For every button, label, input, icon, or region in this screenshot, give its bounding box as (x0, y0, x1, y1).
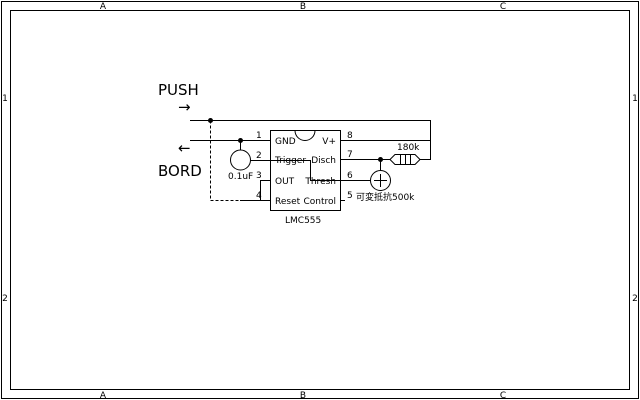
pin-number-1: 1 (256, 131, 262, 141)
col-label-top-c: C (500, 2, 506, 12)
pin-number-7: 7 (347, 150, 353, 160)
row-label-left-2: 2 (2, 294, 8, 304)
bord-arrow: ← (178, 139, 191, 157)
row-label-left-1: 1 (2, 94, 8, 104)
pin-label-gnd: GND (275, 137, 296, 147)
pin-label-reset: Reset (275, 197, 301, 207)
junction-dot (208, 118, 213, 123)
pin-number-6: 6 (347, 171, 353, 181)
push-arrow: → (178, 98, 191, 116)
potentiometer-label: 可変抵抗500k (356, 191, 415, 203)
pin-label-trigger: Trigger (274, 156, 306, 166)
col-label-bottom-b: B (300, 391, 306, 400)
pin-label-thresh: Thresh (304, 177, 336, 187)
inner-border (10, 10, 630, 390)
col-label-top-b: B (300, 2, 306, 12)
junction-dot (238, 138, 243, 143)
pin-number-8: 8 (347, 131, 353, 141)
junction-dot (378, 157, 383, 162)
potentiometer-symbol (370, 170, 391, 191)
capacitor-label: 0.1uF (228, 172, 253, 182)
row-label-right-2: 2 (632, 294, 638, 304)
bord-label: BORD (158, 162, 202, 180)
pin-number-4: 4 (256, 191, 262, 201)
capacitor-symbol (230, 149, 251, 171)
row-label-right-1: 1 (632, 94, 638, 104)
pin-number-3: 3 (256, 171, 262, 181)
pin-label-vplus: V+ (322, 137, 336, 147)
pin-number-2: 2 (256, 151, 262, 161)
pin-label-disch: Disch (311, 156, 336, 166)
chip-body (270, 130, 341, 211)
chip-notch (294, 130, 316, 141)
pin-label-control: Control (303, 197, 336, 207)
col-label-bottom-c: C (500, 391, 506, 400)
col-label-bottom-a: A (100, 391, 107, 400)
col-label-top-a: A (100, 2, 107, 12)
chip-name: LMC555 (285, 216, 321, 226)
pin-label-out: OUT (275, 177, 295, 187)
pin-number-5: 5 (347, 191, 353, 201)
resistor-symbol (389, 154, 421, 165)
resistor-label: 180k (397, 143, 420, 153)
push-label: PUSH (158, 81, 199, 99)
